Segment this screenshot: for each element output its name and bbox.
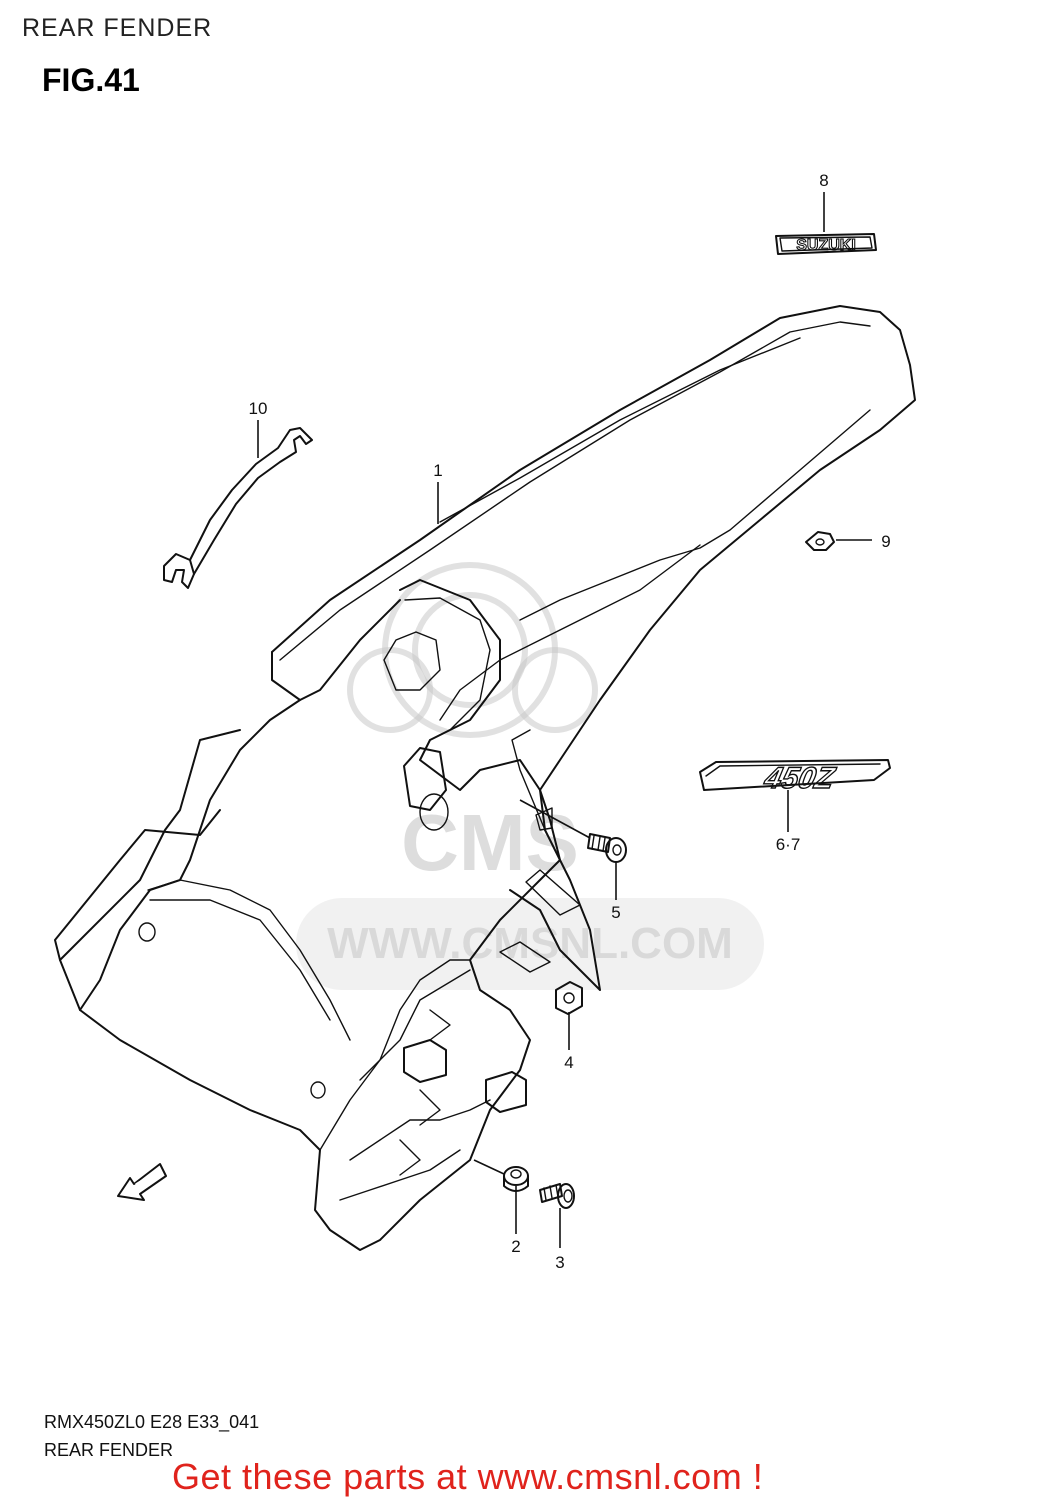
suzuki-emblem-part: SUZUKI [775,233,877,255]
figure-label: FIG.41 [42,62,140,98]
callout-4: 4 [564,1053,573,1072]
callout-8: 8 [819,171,828,190]
callout-9: 9 [881,532,890,551]
watermark-url: WWW.CMSNL.COM [327,919,733,968]
callout-6-7: 6·7 [776,835,801,854]
callout-5: 5 [611,903,620,922]
cmsnl-watermark: CMS WWW.CMSNL.COM [296,562,764,990]
bolt-part-3 [539,1183,575,1209]
callout-3: 3 [555,1253,564,1272]
clip-part [805,531,835,551]
get-parts-link[interactable]: Get these parts at www.cmsnl.com ! [172,1456,764,1497]
clip-nut-part [555,981,583,1015]
rear-fender-part [54,305,916,1251]
callout-10: 10 [249,399,268,418]
page-title: REAR FENDER [22,14,213,42]
watermark-logo: CMS [401,798,579,887]
bracket-part [163,427,313,589]
model-emblem-part: 450Z [699,759,891,796]
leader-lines [257,192,872,1248]
forward-direction-arrow: FWD [117,1163,167,1201]
model-emblem-text: 450Z [761,762,839,795]
callout-2: 2 [511,1237,520,1256]
footer-title: REAR FENDER [44,1440,174,1460]
model-code: RMX450ZL0 E28 E33_041 [44,1412,260,1432]
bolt-part-5 [587,833,627,863]
suzuki-emblem-text: SUZUKI [796,237,856,254]
callout-1: 1 [433,461,442,480]
